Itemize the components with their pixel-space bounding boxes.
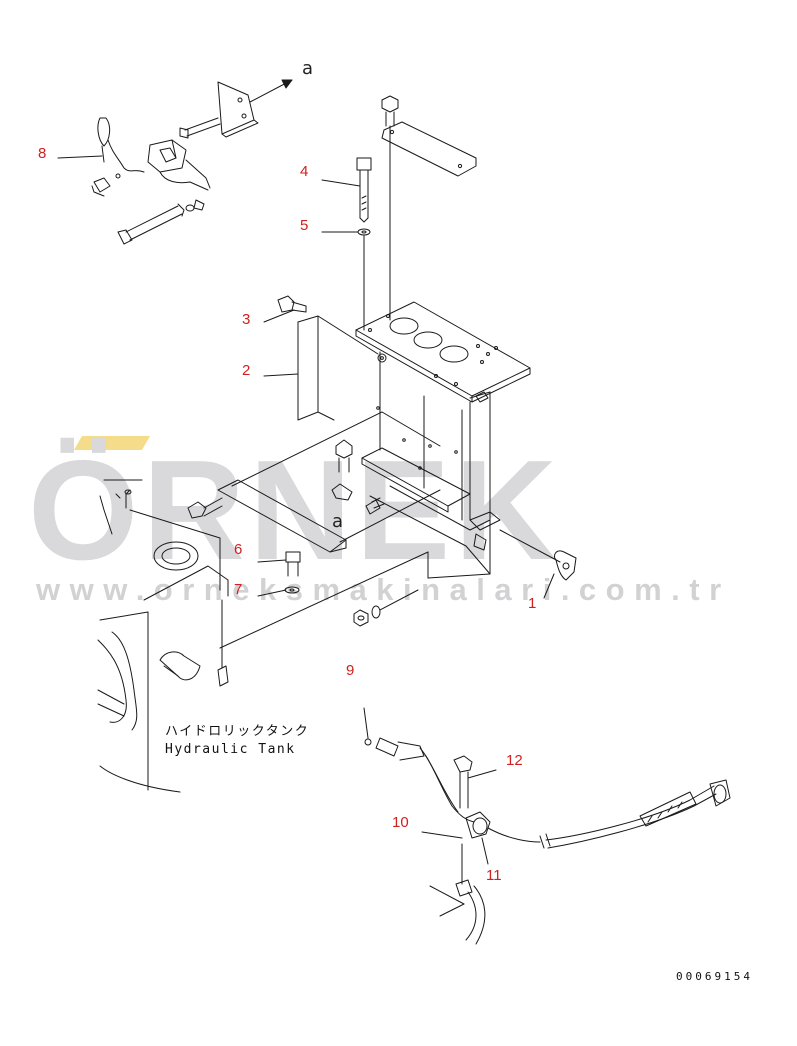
callout-4: 4 — [300, 163, 309, 180]
reference-mark-middle: a — [332, 511, 344, 532]
callout-1: 1 — [528, 595, 537, 612]
callout-2: 2 — [242, 362, 251, 379]
callout-5: 5 — [300, 217, 309, 234]
tank-label-jp: ハイドロリックタンク — [165, 724, 310, 739]
callout-12: 12 — [506, 752, 523, 769]
switch-assembly — [91, 79, 293, 245]
callout-3: 3 — [242, 311, 251, 328]
tank-label-en: Hydraulic Tank — [165, 742, 296, 757]
callout-11: 11 — [486, 867, 502, 884]
bolt-4-washer-5 — [356, 157, 372, 331]
top-cover-plate — [381, 95, 477, 321]
callout-7: 7 — [234, 581, 243, 598]
callout-6: 6 — [234, 541, 243, 558]
callout-8: 8 — [38, 145, 47, 162]
drawing-code: 00069154 — [676, 970, 753, 983]
callout-10: 10 — [392, 814, 409, 831]
hydraulic-tank-label: ハイドロリックタンク Hydraulic Tank — [165, 723, 309, 759]
callout-9: 9 — [346, 662, 355, 679]
reference-mark-top: a — [302, 58, 314, 79]
hose-assembly — [363, 707, 731, 945]
nut-washer — [353, 589, 419, 627]
main-bracket — [187, 301, 577, 649]
hydraulic-tank — [97, 479, 229, 793]
watermark-url: www.orneksmakinalari.com.tr — [36, 572, 731, 607]
bolt-6-washer-7 — [284, 551, 301, 594]
leader-lines — [57, 155, 555, 865]
bolt-3-plate-2 — [277, 295, 379, 421]
